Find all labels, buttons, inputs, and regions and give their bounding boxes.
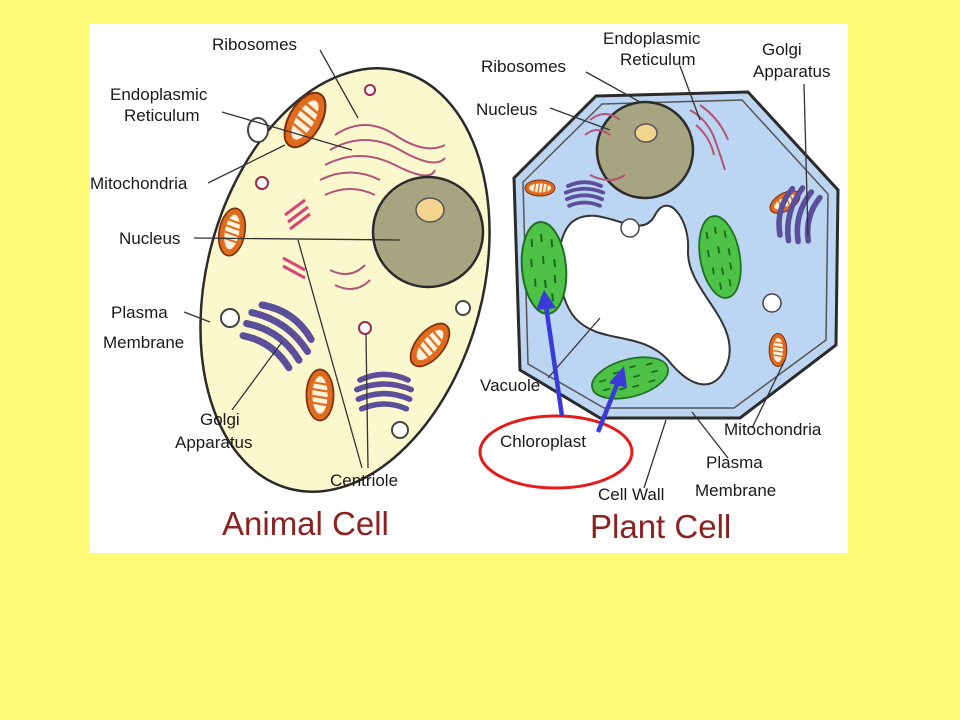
- plant-label-golgi-line2: Apparatus: [753, 62, 831, 81]
- animal-label-ribosomes: Ribosomes: [212, 35, 297, 54]
- chloroplast-arrows: [536, 290, 627, 433]
- plant-nucleus: [595, 100, 695, 200]
- plant-leader-lines: [547, 65, 809, 489]
- animal-nucleus: [371, 175, 485, 289]
- animal-label-mitochondria: Mitochondria: [90, 174, 188, 193]
- plant-label-nucleus: Nucleus: [476, 100, 537, 119]
- plant-nucleolus: [634, 123, 658, 143]
- animal-cell: Ribosomes Endoplasmic Reticulum Mitochon…: [90, 35, 491, 542]
- animal-label-centriole: Centriole: [330, 471, 398, 490]
- plant-cell: Endoplasmic Reticulum Golgi Apparatus Ri…: [476, 29, 840, 545]
- animal-label-er-line1: Endoplasmic: [110, 85, 208, 104]
- plant-label-plasma-line2: Membrane: [695, 481, 776, 500]
- animal-label-plasma-line1: Plasma: [111, 303, 168, 322]
- plant-label-er-line1: Endoplasmic: [603, 29, 701, 48]
- animal-mitochondrion-4: [305, 368, 335, 422]
- animal-label-er-line2: Reticulum: [124, 106, 200, 125]
- animal-label-nucleus: Nucleus: [119, 229, 180, 248]
- animal-nucleolus: [415, 197, 445, 223]
- animal-label-plasma-line2: Membrane: [103, 333, 184, 352]
- plant-label-er-line2: Reticulum: [620, 50, 696, 69]
- plant-endoplasmic-reticulum: [584, 104, 729, 181]
- chloroplast-highlight-ring: [478, 414, 634, 490]
- animal-centriole: [282, 198, 311, 280]
- animal-label-golgi-line1: Golgi: [200, 410, 240, 429]
- plant-mitochondrion-1: [524, 179, 556, 197]
- plant-label-ribosomes: Ribosomes: [481, 57, 566, 76]
- plant-label-chloroplast: Chloroplast: [500, 432, 586, 451]
- animal-endoplasmic-reticulum: [319, 124, 446, 290]
- plant-vacuole: [557, 204, 731, 386]
- plant-label-cell-wall: Cell Wall: [598, 485, 664, 504]
- animal-label-golgi-line2: Apparatus: [175, 433, 253, 452]
- animal-cell-title: Animal Cell: [222, 505, 389, 542]
- plant-label-vacuole: Vacuole: [480, 376, 540, 395]
- plant-label-plasma-line1: Plasma: [706, 453, 763, 472]
- plant-cell-title: Plant Cell: [590, 508, 731, 545]
- plant-vesicles: [620, 218, 782, 313]
- plant-label-mitochondria: Mitochondria: [724, 420, 822, 439]
- animal-leader-lines: [183, 49, 401, 469]
- plant-label-golgi-line1: Golgi: [762, 40, 802, 59]
